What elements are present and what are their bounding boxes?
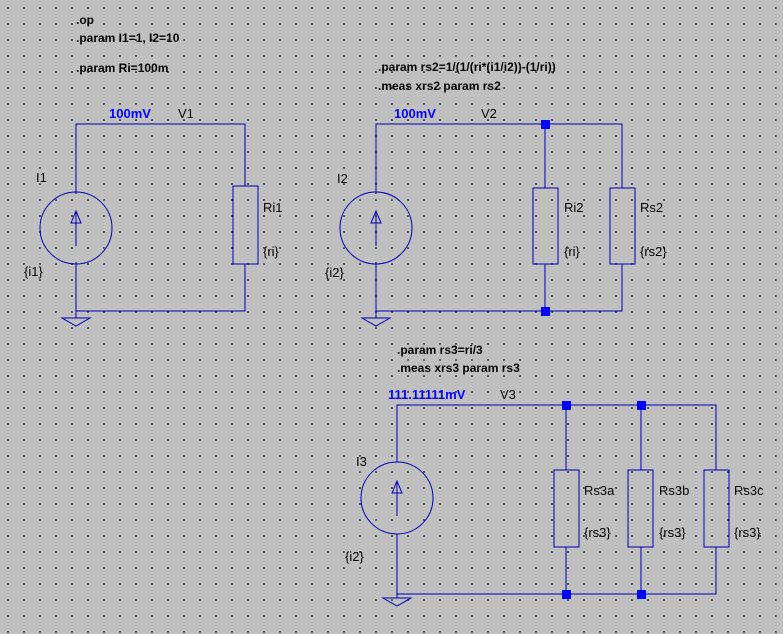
ground-icon xyxy=(381,597,413,607)
wire-c3-top[interactable] xyxy=(396,404,717,470)
current-source-i1[interactable] xyxy=(39,191,113,265)
resistor-rs3b[interactable] xyxy=(627,469,654,548)
circuit-2: 100mV V2 I2 {i2} Ri2 {ri} Rs2 {rs2} xyxy=(325,106,667,327)
directive-param-rs2[interactable]: .param rs2=1/(1/(ri*(i1/i2))-(1/ri)) xyxy=(378,60,556,74)
ri2-value: {ri} xyxy=(564,244,581,259)
i1-name: I1 xyxy=(36,170,47,185)
junction-dot xyxy=(541,307,550,316)
c3-node-label: V3 xyxy=(500,387,516,402)
resistor-ri1[interactable] xyxy=(232,185,259,265)
c2-voltage-label: 100mV xyxy=(394,106,436,121)
rs2-value: {rs2} xyxy=(640,244,667,259)
ground-icon xyxy=(60,317,92,327)
circuit-1: 100mV V1 I1 {i1} Ri1 {ri} xyxy=(24,106,283,327)
i1-value: {i1} xyxy=(24,264,43,279)
c3-voltage-label: 111.11111mV xyxy=(388,387,466,402)
circuit-3: 111.11111mV V3 I3 {i2} Rs3a {rs3} Rs3b {… xyxy=(345,387,764,607)
resistor-rs3c[interactable] xyxy=(703,469,730,548)
resistor-rs3a[interactable] xyxy=(553,469,580,548)
ri2-name: Ri2 xyxy=(564,200,584,215)
junction-dot xyxy=(541,120,550,129)
directive-meas-rs3[interactable]: .meas xrs3 param rs3 xyxy=(397,361,520,375)
c2-node-label: V2 xyxy=(481,106,497,121)
directive-op[interactable]: .op xyxy=(76,13,94,27)
ri1-name: Ri1 xyxy=(263,200,283,215)
i2-value: {i2} xyxy=(325,265,344,280)
wire-c1-top[interactable] xyxy=(75,123,246,194)
rs3b-name: Rs3b xyxy=(659,483,689,498)
c1-node-label: V1 xyxy=(178,106,194,121)
current-source-i3[interactable] xyxy=(360,461,434,535)
junction-dot xyxy=(562,590,571,599)
junction-dot xyxy=(637,401,646,410)
rs2-name: Rs2 xyxy=(640,200,663,215)
directive-param-rs3[interactable]: .param rs3=ri/3 xyxy=(397,343,483,357)
current-source-i2[interactable] xyxy=(339,191,413,265)
wire-c2-bottom[interactable] xyxy=(375,262,623,312)
ri1-value: {ri} xyxy=(263,244,280,259)
resistor-ri2[interactable] xyxy=(532,187,559,265)
resistor-rs2[interactable] xyxy=(609,187,636,265)
junction-dot xyxy=(637,590,646,599)
rs3a-value: {rs3} xyxy=(584,525,611,540)
i3-name: I3 xyxy=(356,454,367,469)
rs3a-name: Rs3a xyxy=(584,483,615,498)
junction-dot xyxy=(562,401,571,410)
wire-c3-bottom[interactable] xyxy=(396,534,717,595)
c1-voltage-label: 100mV xyxy=(109,106,151,121)
wire-c2-top[interactable] xyxy=(375,123,623,194)
rs3b-value: {rs3} xyxy=(659,525,686,540)
i3-value: {i2} xyxy=(345,549,364,564)
ground-icon xyxy=(360,317,392,327)
rs3c-name: Rs3c xyxy=(734,483,764,498)
directive-meas-rs2[interactable]: .meas xrs2 param rs2 xyxy=(378,79,501,93)
wire-c1-bottom[interactable] xyxy=(75,262,246,312)
rs3c-value: {rs3} xyxy=(734,525,761,540)
directive-params-currents[interactable]: .param I1=1, I2=10 xyxy=(76,31,180,45)
i2-name: I2 xyxy=(337,171,348,186)
directive-param-ri[interactable]: .param Ri=100m xyxy=(76,61,168,75)
